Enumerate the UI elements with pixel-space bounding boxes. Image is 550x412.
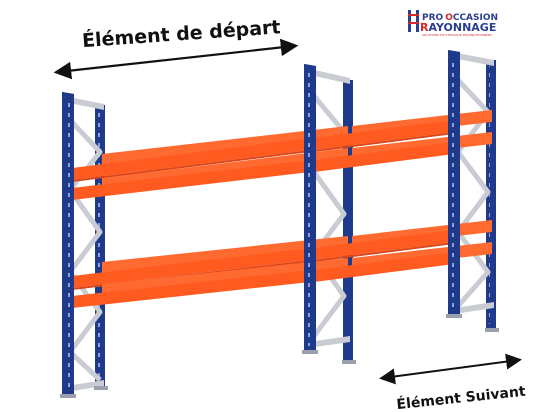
logo-o-glyph: O	[445, 13, 453, 23]
front-uprights-overlay	[60, 50, 499, 398]
next-element-label: Élément Suivant	[396, 383, 527, 412]
beam-upper-back-bay1	[102, 126, 348, 166]
logo-text-r: R	[420, 21, 429, 34]
base-plate-front-middle	[302, 350, 318, 354]
svg-text:RAYONNAGE: RAYONNAGE	[420, 21, 496, 34]
frame-top-bar-middle	[306, 68, 350, 84]
logo-text-pro: PRO	[422, 13, 444, 23]
beam-upper-front2-bay2	[314, 142, 454, 172]
base-plate-front-right	[446, 314, 462, 318]
logo-text-ccasion: CCASION	[453, 13, 498, 23]
base-plate-rear-middle	[342, 360, 356, 364]
base-plate-rear-left	[94, 386, 108, 390]
beam-lower-front-bay1	[72, 248, 310, 288]
rack-logo-icon	[408, 10, 419, 32]
frame-bracing-left	[67, 118, 103, 382]
beam-lower-front2-bay1	[72, 270, 310, 308]
beam-upper-front-bay2	[314, 120, 454, 150]
next-element-arrow	[379, 353, 522, 385]
frame-bottom-bar-left	[66, 380, 104, 392]
logo-tagline: SOLUTIONS DE STOCKAGE RECONDITIONNÉES	[422, 32, 492, 37]
next-element-annotation: Élément Suivant	[379, 353, 527, 412]
base-plate-front-left	[60, 394, 76, 398]
start-element-label: Élément de départ	[81, 15, 281, 52]
beam-lower-back-bay1	[102, 236, 348, 274]
base-plate-rear-right	[485, 328, 499, 332]
logo-text-ayonnage: AYONNAGE	[428, 21, 496, 34]
beam-level-lower	[72, 220, 492, 308]
beam-level-upper	[72, 110, 492, 200]
beam-lower-front2-bay2	[314, 252, 454, 282]
start-element-arrow	[53, 38, 299, 80]
beam-upper-front-bay1	[72, 138, 310, 180]
beam-lower-front-bay2	[314, 230, 454, 260]
frame-bottom-bar-middle	[308, 336, 350, 348]
frame-bottom-bar-right	[454, 302, 494, 314]
beam-upper-front2-bay1	[72, 160, 310, 200]
start-element-annotation: Élément de départ	[53, 15, 299, 80]
frame-top-bar-right	[452, 52, 494, 66]
